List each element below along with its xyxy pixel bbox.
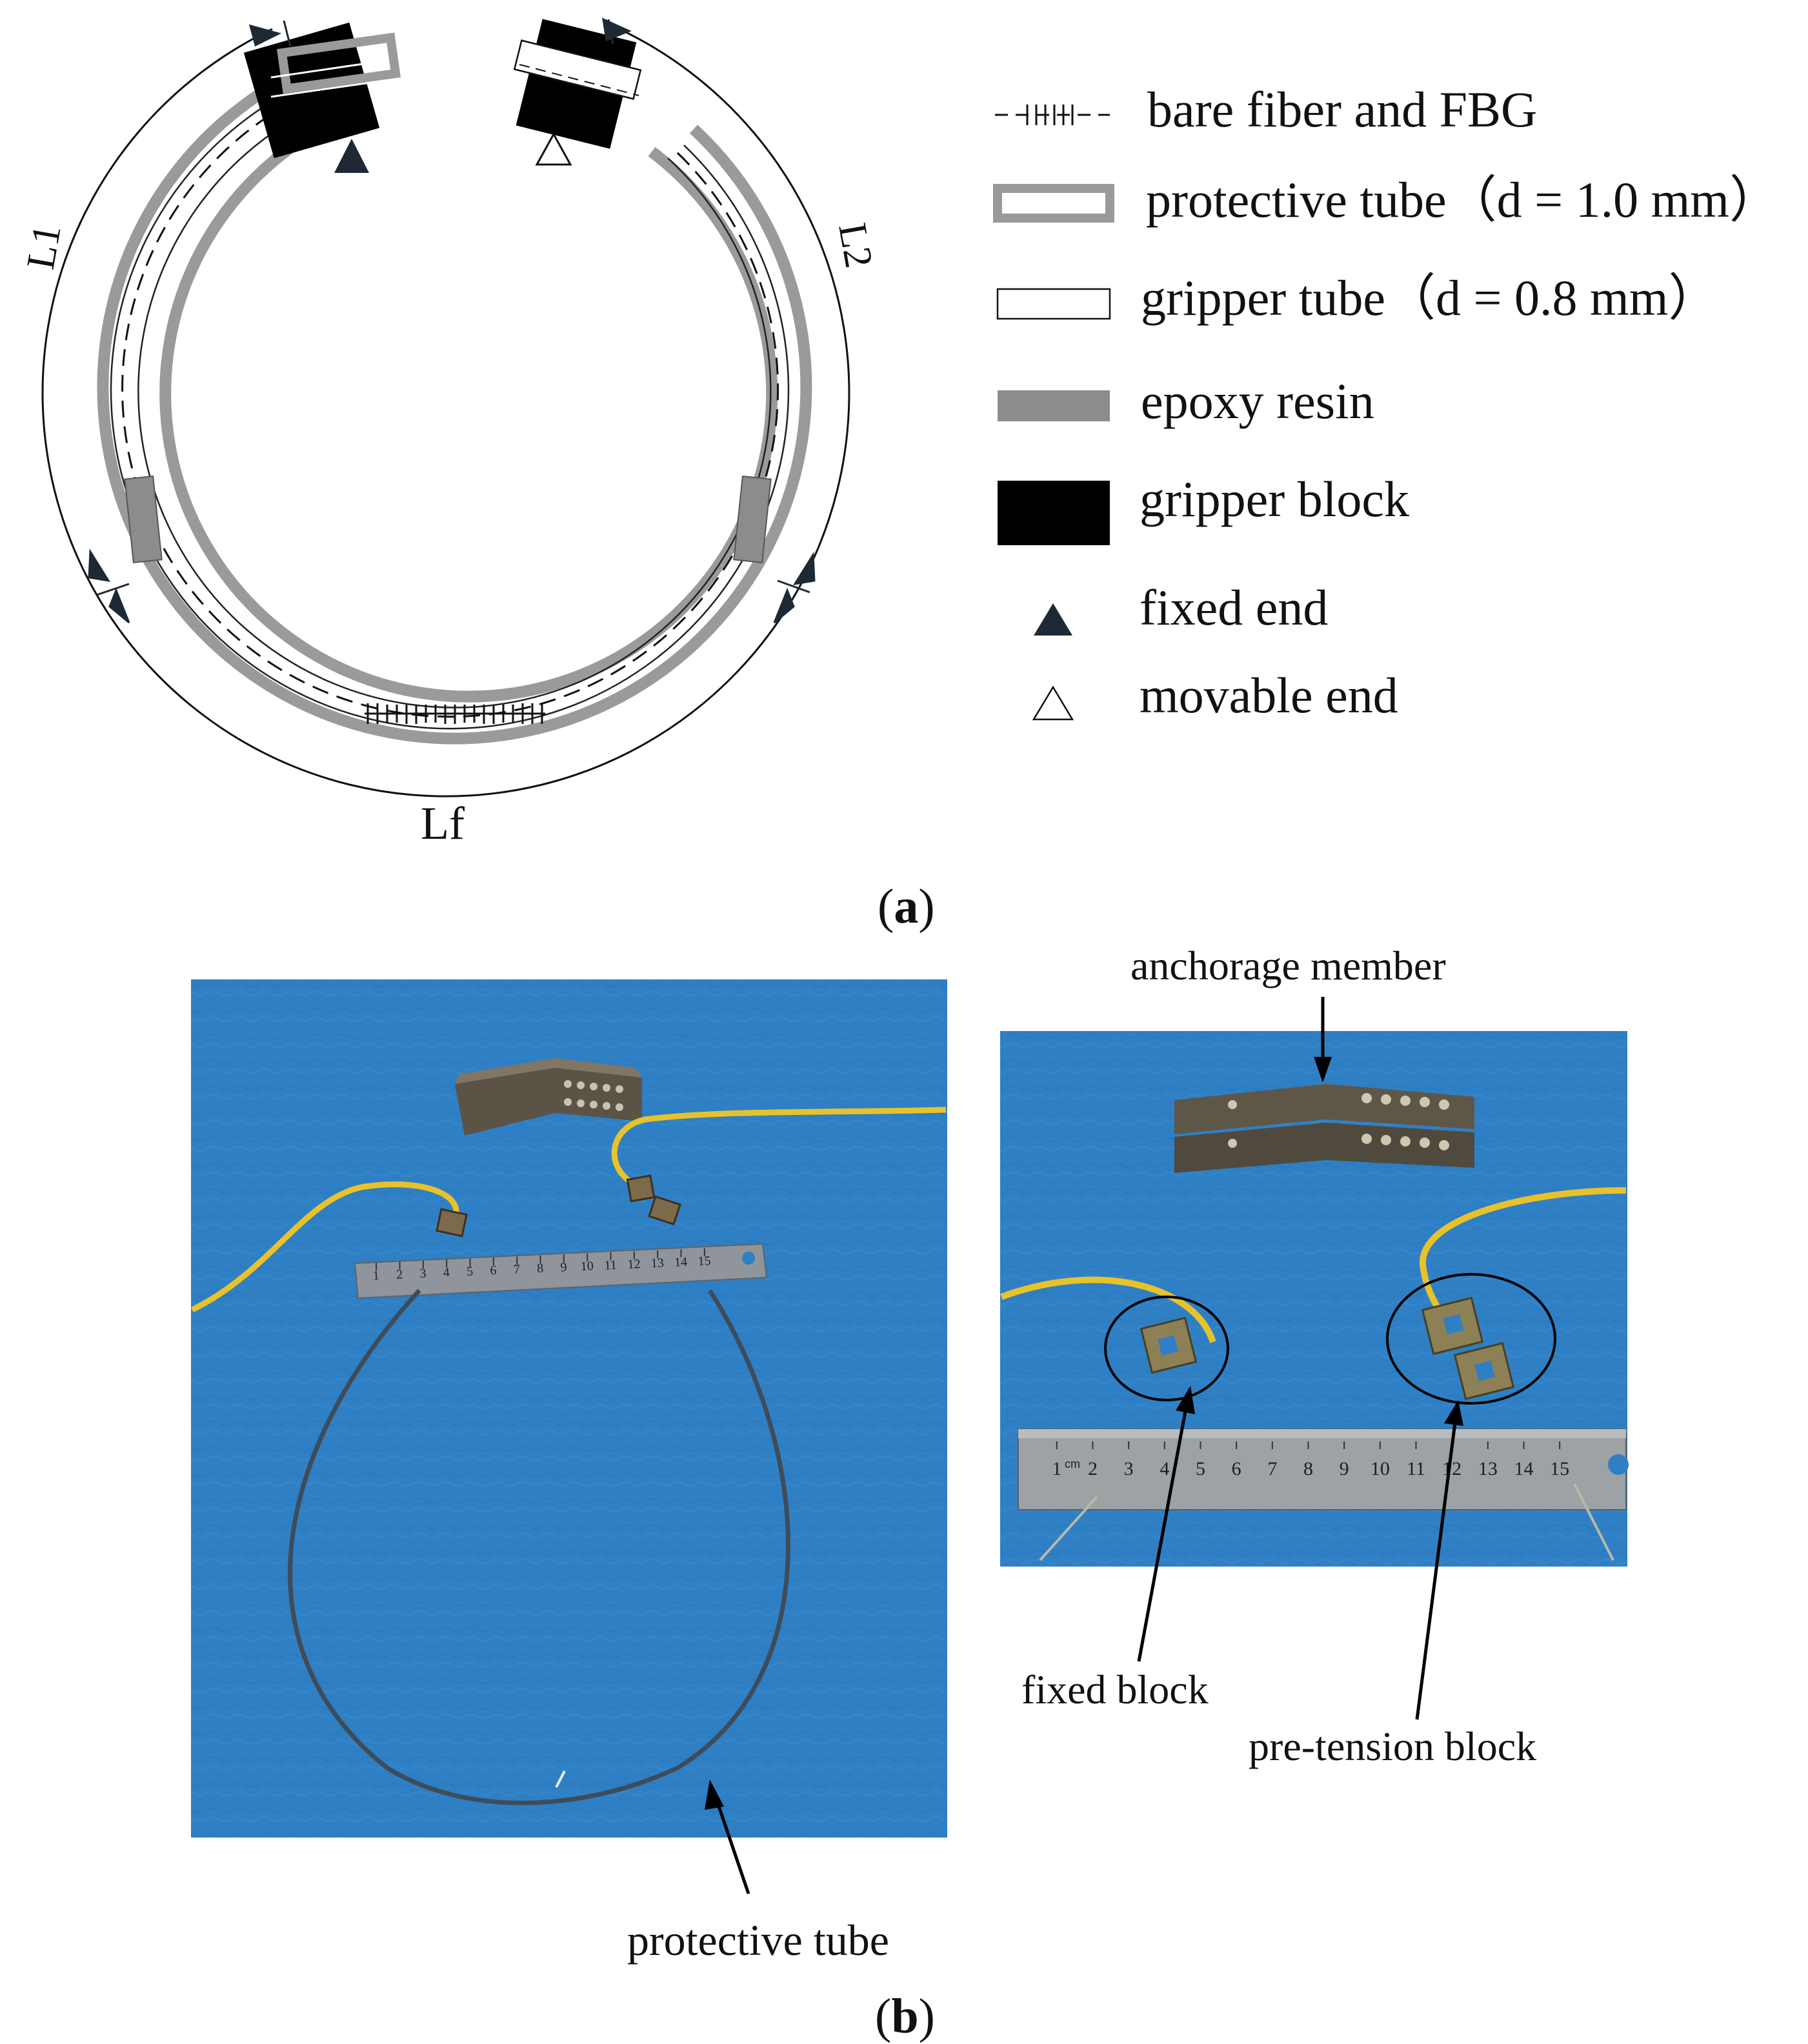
ruler-tick-label: 4 <box>1160 1458 1169 1479</box>
legend-symbol-fiber <box>995 105 1110 125</box>
ruler-tick-label: 2 <box>1088 1458 1098 1479</box>
ruler-tick-label: 11 <box>1407 1458 1425 1479</box>
legend-symbol-gripper-tube <box>996 288 1111 320</box>
callout-fixed-block: fixed block <box>1021 1386 1209 1712</box>
ruler-tick-label: 12 <box>1442 1458 1461 1479</box>
callout-pretension-block: pre-tension block <box>1249 1400 1536 1769</box>
movable-end-marker <box>535 132 572 166</box>
dimension-label-lf: Lf <box>421 797 465 849</box>
callout-anchorage-member: anchorage member <box>1130 943 1446 1083</box>
ruler-tick-label: 11 <box>604 1258 617 1273</box>
legend-symbol-epoxy-resin <box>998 390 1110 421</box>
dimension-label-l1: L1 <box>19 221 70 273</box>
legend-text-movable-end: movable end <box>1140 667 1398 723</box>
anchorage-member-photo <box>455 1058 642 1136</box>
legend-text-fixed-end: fixed end <box>1140 579 1328 636</box>
ruler-tick-label: 2 <box>396 1267 403 1281</box>
legend-text-fiber: bare fiber and FBG <box>1147 81 1537 137</box>
ruler-tick-label: 6 <box>490 1263 497 1278</box>
ruler-tick-label: 9 <box>560 1260 567 1274</box>
fixed-end-marker <box>334 139 369 173</box>
legend-text-epoxy-resin: epoxy resin <box>1141 373 1374 429</box>
ruler-tick-label: 1 <box>1052 1458 1061 1479</box>
legend: bare fiber and FBG protective tube（d = 1… <box>993 81 1780 723</box>
ruler-right-unit: cm <box>1065 1458 1080 1470</box>
ruler-tick-label: 5 <box>1196 1458 1205 1479</box>
panel-a-schematic: L1 L2 Lf <box>19 17 881 849</box>
dimension-arc <box>41 28 850 797</box>
ruler-tick-label: 10 <box>580 1259 594 1274</box>
ruler-tick-label: 14 <box>674 1255 688 1270</box>
callout-protective-tube: protective tube <box>627 1779 889 1965</box>
dimension-arrows <box>88 17 816 624</box>
callout-text-fixed-block: fixed block <box>1021 1667 1209 1712</box>
panel-b-label: (b) <box>875 1989 935 2043</box>
ruler-tick-label: 8 <box>537 1261 544 1276</box>
ruler-tick-label: 7 <box>1267 1458 1277 1479</box>
ruler-tick-label: 15 <box>698 1254 711 1268</box>
ruler-tick-label: 3 <box>1124 1458 1134 1479</box>
epoxy-resin-pads <box>124 475 772 564</box>
ruler-tick-label: 4 <box>443 1265 450 1279</box>
pretension-block-photo <box>1421 1296 1515 1400</box>
legend-symbol-gripper-block <box>998 481 1110 545</box>
ruler-tick-label: 15 <box>1550 1458 1569 1479</box>
gripper-tube-lines <box>110 70 790 730</box>
fbg-grating <box>365 703 545 724</box>
ruler-tick-label: 5 <box>467 1265 474 1279</box>
fixed-block-circle <box>1104 1296 1229 1401</box>
yellow-cable-left <box>191 1181 459 1313</box>
panel-a-label: (a) <box>878 879 935 934</box>
ruler-tick-label: 14 <box>1514 1458 1534 1479</box>
blue-cloth-background <box>191 979 947 1838</box>
yellow-cable-right <box>611 1107 947 1183</box>
pretension-block-circle <box>1386 1273 1556 1405</box>
legend-symbol-fixed-end <box>1034 603 1072 636</box>
tube-end-highlight <box>555 1770 566 1788</box>
ruler-tick-label: 7 <box>513 1262 520 1276</box>
dimension-label-l2: L2 <box>830 220 881 272</box>
gripper-block-left <box>243 22 401 159</box>
legend-text-gripper-tube: gripper tube（d = 0.8 mm） <box>1141 270 1718 326</box>
ruler-tick-label: 6 <box>1232 1458 1241 1479</box>
legend-text-protective-tube: protective tube（d = 1.0 mm） <box>1146 172 1780 228</box>
callout-text-anchorage-member: anchorage member <box>1130 943 1446 988</box>
protective-tube-loop <box>288 1288 790 1805</box>
ruler-tick-label: 1 <box>372 1268 379 1283</box>
small-blocks-photo <box>436 1174 681 1237</box>
legend-symbol-protective-tube <box>993 184 1114 223</box>
callout-text-pretension-block: pre-tension block <box>1249 1723 1536 1769</box>
fixed-block-photo <box>1140 1316 1198 1374</box>
ruler-tick-label: 12 <box>627 1257 641 1272</box>
ruler-tick-label: 3 <box>419 1267 427 1281</box>
ruler-tick-label: 13 <box>650 1256 664 1271</box>
anchorage-member-closeup <box>1174 1084 1474 1173</box>
ruler-tick-label: 8 <box>1303 1458 1313 1479</box>
yellow-cable-right-photo-left <box>1000 1276 1216 1343</box>
legend-symbol-movable-end <box>1032 685 1074 721</box>
protective-tube-ring <box>97 46 812 745</box>
callout-text-protective-tube: protective tube <box>627 1916 889 1965</box>
ruler-tick-label: 13 <box>1478 1458 1498 1479</box>
ruler-tick-label: 10 <box>1371 1458 1390 1479</box>
ruler-tick-label: 9 <box>1340 1458 1349 1479</box>
legend-text-gripper-block: gripper block <box>1140 471 1409 527</box>
gripper-block-right <box>513 19 642 149</box>
bare-fiber-line <box>121 79 779 718</box>
